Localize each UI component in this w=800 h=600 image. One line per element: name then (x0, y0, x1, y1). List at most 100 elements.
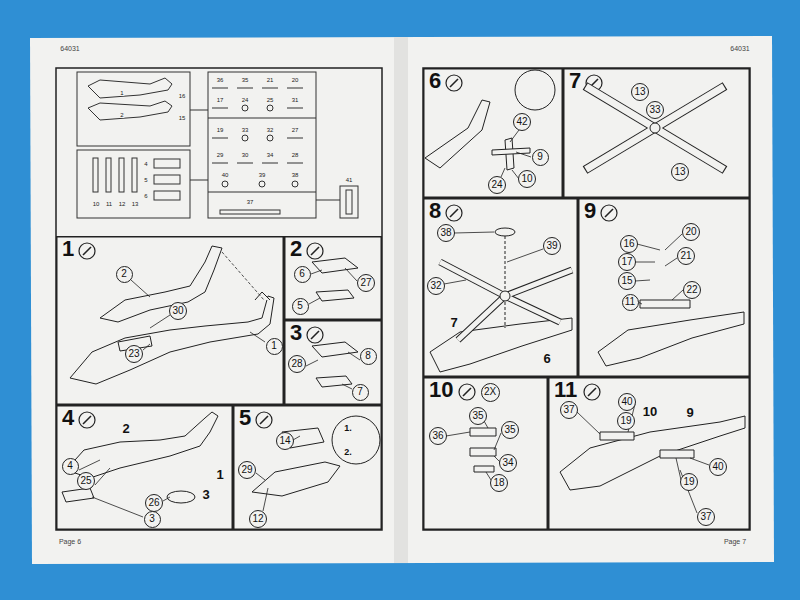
sprue-number: 28 (291, 152, 300, 158)
callout-number: 11 (622, 294, 639, 311)
pylon-part (470, 448, 496, 456)
seat-part (316, 290, 354, 301)
part-number: 21 (680, 251, 691, 261)
engine-part (167, 491, 195, 503)
part-number: 19 (683, 477, 694, 487)
step-number: 4 (62, 407, 74, 429)
callout-number: 37 (697, 508, 715, 526)
part-number: 2 (121, 269, 127, 279)
sprue-number: 24 (241, 97, 250, 103)
rotor-cap (495, 228, 515, 236)
part-number: 2X (484, 387, 496, 397)
part-number: 26 (148, 498, 159, 508)
part-number: 15 (621, 276, 632, 286)
sprue-number: 1 (119, 90, 124, 96)
step-number: 6 (429, 70, 441, 92)
sprue-number: 20 (291, 77, 300, 83)
callout-number: 36 (429, 427, 447, 445)
callout-number: 39 (543, 237, 561, 255)
step-panel: 11374019401937 (548, 377, 750, 530)
callout-number: 40 (618, 393, 636, 411)
part-number: 28 (291, 359, 302, 369)
part-number: 29 (241, 465, 252, 475)
part-number: 37 (563, 405, 574, 415)
part-number: 35 (472, 411, 483, 421)
part-number: 34 (502, 458, 513, 468)
callout-number: 2X (481, 383, 500, 402)
callout-number: 9 (532, 149, 549, 166)
part-label: 6 (542, 352, 551, 365)
callout-number: 8 (360, 348, 377, 365)
fuselage (560, 416, 745, 490)
sprue-number: 37 (246, 199, 255, 205)
sprue-number: 4 (143, 161, 148, 167)
callout-number: 38 (437, 224, 455, 242)
rotor-blade (440, 86, 725, 340)
part-number: 24 (491, 180, 502, 190)
part-number: 42 (516, 117, 527, 127)
step-panel: 4 4 25 26 3 (56, 405, 233, 530)
sprue-number: 6 (143, 193, 148, 199)
part-number: 25 (80, 476, 91, 486)
step-panel: 8383932 (423, 198, 578, 377)
step-panel: 6 42 9 10 24 (423, 68, 563, 198)
callout-number: 19 (680, 473, 698, 491)
part-number: 13 (634, 87, 645, 97)
step-number: 10 (429, 379, 453, 401)
step-number: 8 (429, 200, 441, 222)
callout-number: 42 (513, 113, 531, 131)
callout-number: 34 (499, 454, 517, 472)
part-number: 40 (712, 462, 723, 472)
paper-sheet (30, 36, 774, 564)
pencil-mark (83, 79, 613, 424)
part-number: 9 (537, 152, 543, 162)
step-number: 9 (584, 200, 596, 222)
page-note: Page 7 (723, 538, 747, 545)
callout-number: 4 (62, 458, 79, 475)
sprue-number: 15 (178, 115, 187, 121)
fuselage (598, 312, 744, 366)
cockpit-tub (252, 462, 340, 496)
seat-part (312, 258, 358, 273)
sprue-number: 33 (241, 127, 250, 133)
callout-number: 40 (709, 458, 727, 476)
part-number: 39 (546, 241, 557, 251)
part-number: 23 (128, 349, 139, 359)
sprue-number: 21 (266, 77, 275, 83)
sprue-number: 12 (118, 201, 127, 207)
sprue-number: 31 (291, 97, 300, 103)
callout-number: 28 (288, 355, 306, 373)
step-icon (79, 75, 617, 428)
sprue-number: 34 (266, 152, 275, 158)
sprue-number: 39 (258, 172, 267, 178)
part-label: 2 (121, 422, 130, 435)
sprue-number: 32 (266, 127, 275, 133)
part-number: 10 (521, 174, 532, 184)
detail-inset (332, 416, 380, 464)
part-number: 19 (620, 416, 631, 426)
step-panel: 5142912 (233, 405, 382, 530)
part-number: 11 (625, 297, 635, 307)
page-frame (56, 68, 382, 530)
fuselage-half (70, 296, 274, 384)
part-label: 10 (642, 405, 658, 418)
fuselage (66, 412, 218, 478)
rotor-hub (650, 123, 660, 133)
part-number: 30 (172, 306, 183, 316)
sprue-number: 11 (105, 201, 113, 207)
seat-part (312, 342, 358, 357)
part-number: 37 (700, 512, 711, 522)
callout-number: 30 (169, 302, 187, 320)
step-number: 5 (239, 407, 251, 429)
callout-number: 22 (683, 281, 701, 299)
sprue-number: 38 (291, 172, 300, 178)
part-number: 3 (149, 514, 155, 524)
part-number: 33 (649, 105, 660, 115)
part-number: 4 (67, 461, 73, 471)
part-number: 5 (297, 301, 303, 311)
sprue-number: 29 (216, 152, 225, 158)
step-number: 7 (569, 70, 581, 92)
callout-number: 33 (646, 101, 664, 119)
step-panel: 38287 (284, 320, 382, 405)
sprue-number: 5 (143, 177, 148, 183)
